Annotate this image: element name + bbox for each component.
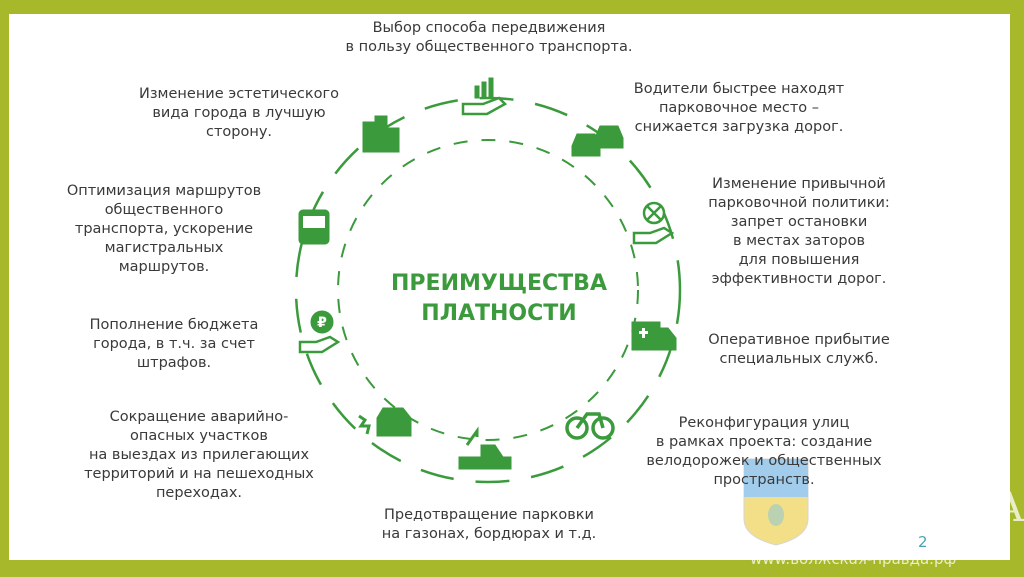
watermark: Волжская ПРАВДА www.волжская-правда.рф	[740, 453, 1024, 575]
benefit-accident-reduction: Сокращение аварийно- опасных участков на…	[84, 409, 314, 501]
bus-icon	[298, 209, 330, 245]
car-crash-icon	[358, 407, 412, 437]
outer-dashed-ring	[294, 96, 682, 484]
benefit-parking-policy: Изменение привычной парковочной политики…	[708, 176, 890, 287]
benefit-route-optimization: Оптимизация маршрутов общественного тран…	[66, 183, 262, 275]
svg-text:₽: ₽	[317, 315, 327, 331]
watermark-line1: Волжская	[825, 453, 974, 486]
center-title: ПРЕИМУЩЕСТВА ПЛАТНОСТИ	[391, 271, 607, 326]
watermark-url: www.волжская-правда.рф	[750, 550, 957, 568]
benefit-parking-prevention: Предотвращение парковки на газонах, борд…	[381, 507, 597, 542]
page-number: 2	[918, 533, 928, 551]
no-stopping-hand-icon	[632, 201, 675, 245]
coat-of-arms-icon	[743, 458, 809, 546]
watermark-line2: ПРАВДА	[820, 485, 1024, 531]
buildings-icon	[362, 115, 400, 153]
slide: ₽ ПРЕИМУЩЕСТВА ПЛАТНОСТИ Выбор способа п…	[9, 14, 1010, 560]
cars-icon	[571, 125, 624, 157]
ruble-hand-icon: ₽	[298, 310, 341, 354]
tow-truck-icon	[458, 426, 512, 470]
benefit-street-reconfig: Реконфигурация улиц в рамках проекта: со…	[646, 415, 882, 488]
benefit-emergency: Оперативное прибытие специальных служб.	[708, 332, 890, 367]
bicycle-icon	[565, 412, 615, 440]
ambulance-icon	[631, 321, 677, 351]
inner-dashed-ring	[337, 139, 639, 441]
circle-diagram: ₽	[294, 77, 682, 484]
benefit-public-transport: Выбор способа передвижения в пользу обще…	[345, 20, 633, 55]
benefit-budget: Пополнение бюджета города, в т.ч. за сче…	[89, 317, 259, 371]
growth-chart-hand-icon	[461, 77, 508, 116]
benefit-parking-search: Водители быстрее находят парковочное мес…	[633, 81, 845, 135]
benefit-city-appearance: Изменение эстетического вида города в лу…	[139, 86, 339, 140]
